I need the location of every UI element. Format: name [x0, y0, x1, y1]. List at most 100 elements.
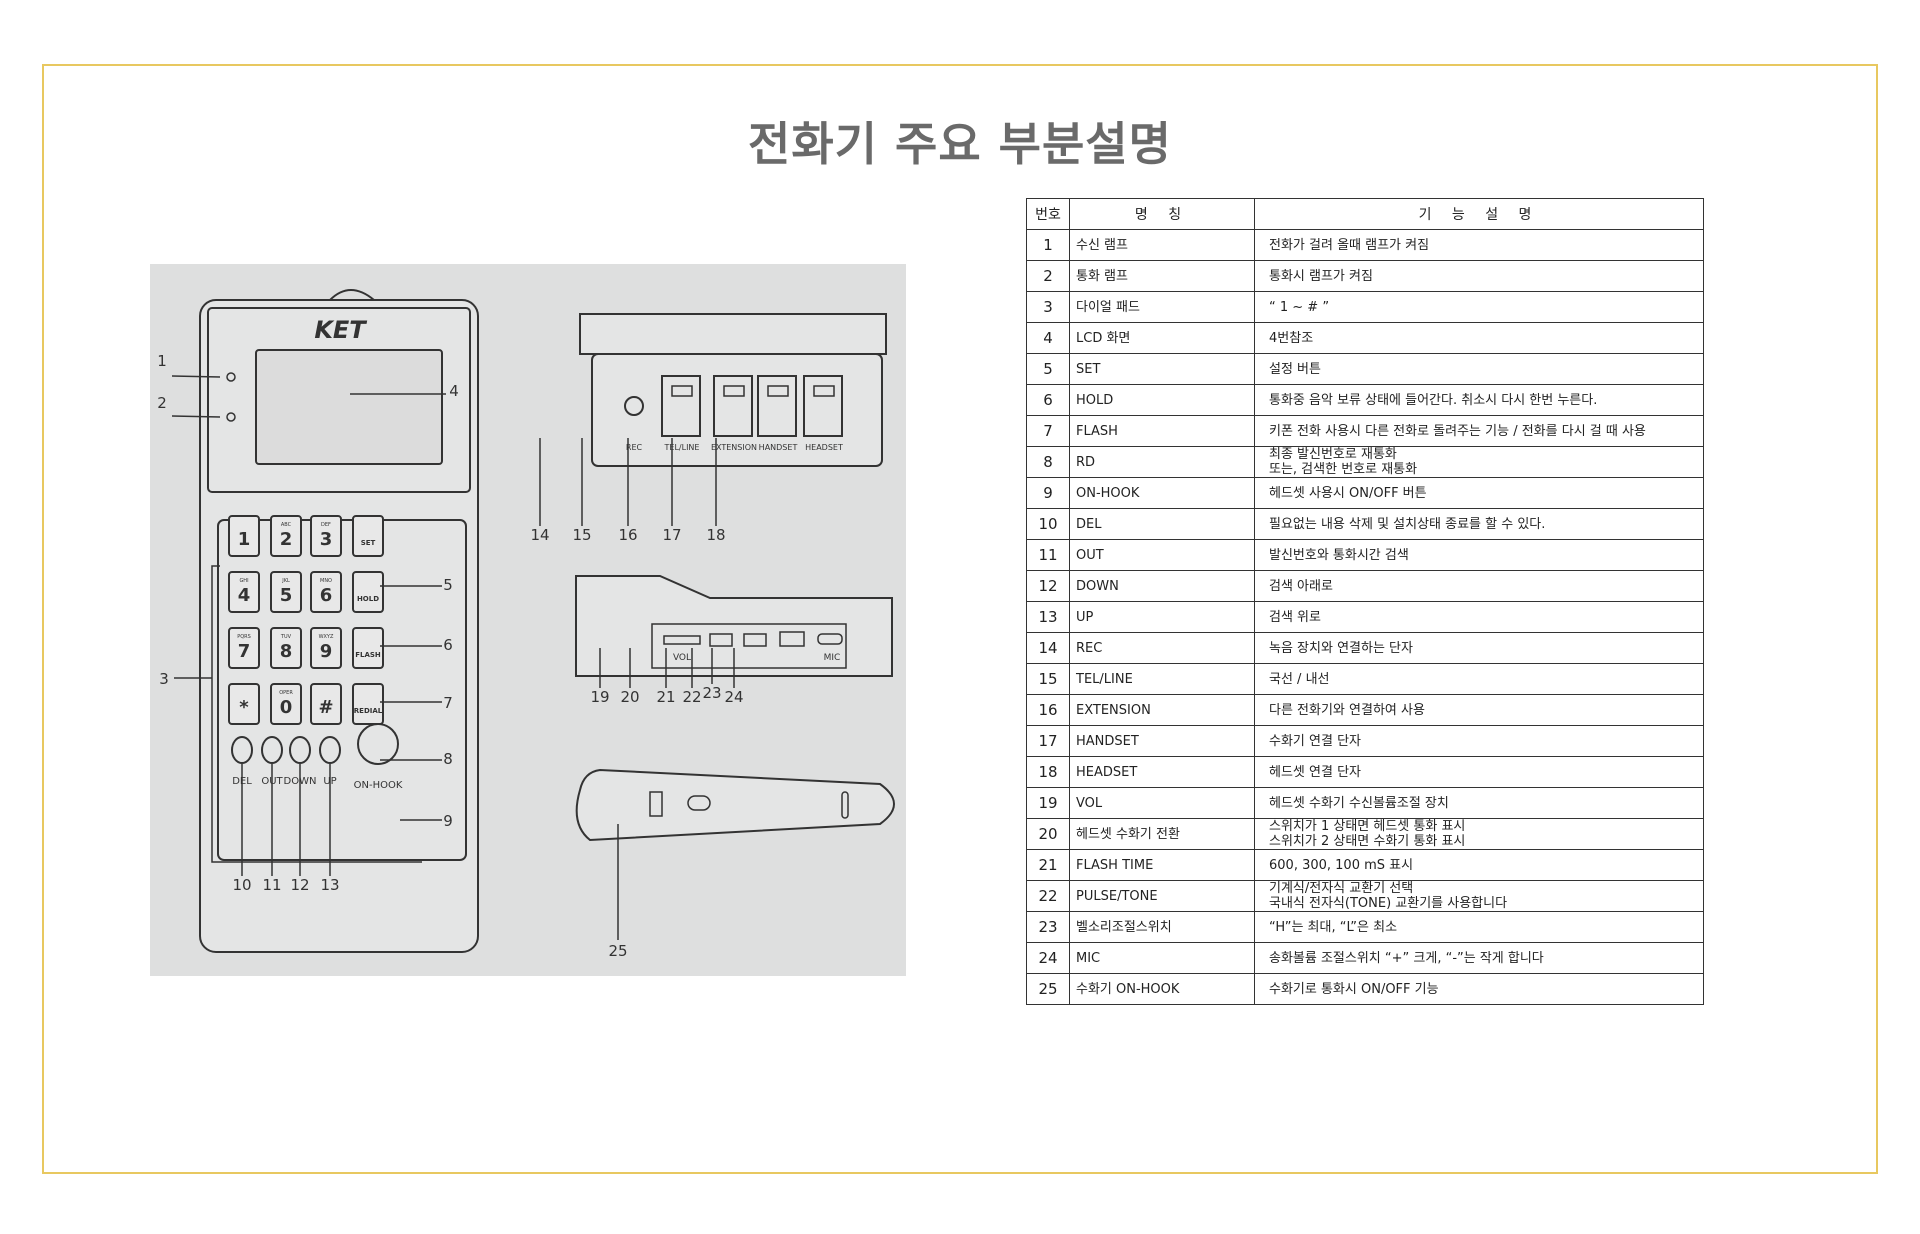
cell-name: ON-HOOK	[1069, 477, 1255, 509]
cell-description: 4번참조	[1254, 322, 1704, 354]
cell-description: 600, 300, 100 mS 표시	[1254, 849, 1704, 881]
key-label: SET	[361, 539, 376, 547]
handset	[575, 768, 895, 842]
call-lamp	[226, 412, 236, 422]
page-frame	[42, 64, 1878, 1174]
callout-25: 25	[608, 942, 627, 960]
cell-name: FLASH TIME	[1069, 849, 1255, 881]
cell-name: LCD 화면	[1069, 322, 1255, 354]
handset-hook-switch	[687, 795, 711, 811]
cell-description: 송화볼륨 조절스위치 “+” 크게, “-”는 작게 합니다	[1254, 942, 1704, 974]
callout-10: 10	[232, 876, 251, 894]
cell-name: VOL	[1069, 787, 1255, 819]
cell-number: 2	[1026, 260, 1070, 292]
cell-name: DOWN	[1069, 570, 1255, 602]
cell-number: 19	[1026, 787, 1070, 819]
cell-number: 12	[1026, 570, 1070, 602]
cell-number: 25	[1026, 973, 1070, 1005]
key-label: #	[318, 697, 333, 718]
callout-16: 16	[618, 526, 637, 544]
callout-24: 24	[724, 688, 743, 706]
key-letters: MNO	[320, 578, 332, 584]
key-label: HOLD	[357, 595, 379, 603]
cell-name: UP	[1069, 601, 1255, 633]
callout-7: 7	[443, 694, 453, 712]
header-description: 기 능 설 명	[1254, 198, 1704, 230]
cell-number: 11	[1026, 539, 1070, 571]
callout-1: 1	[157, 352, 167, 370]
cell-name: 벨소리조절스위치	[1069, 911, 1255, 943]
cell-description: 최종 발신번호로 재통화 또는, 검색한 번호로 재통화	[1254, 446, 1704, 478]
key-label: REDIAL	[354, 707, 383, 715]
jack-3: EXTENSION	[711, 375, 757, 452]
cell-number: 10	[1026, 508, 1070, 540]
callout-11: 11	[262, 876, 281, 894]
cell-description: 국선 / 내선	[1254, 663, 1704, 695]
cell-description: “ 1 ~ # ”	[1254, 291, 1704, 323]
key-8: HOLD	[352, 571, 384, 613]
cell-description: 발신번호와 통화시간 검색	[1254, 539, 1704, 571]
key-label: 3	[320, 529, 333, 550]
jack-4: HANDSET	[757, 375, 797, 452]
cell-description: 다른 전화기와 연결하여 사용	[1254, 694, 1704, 726]
cell-description: 통화시 램프가 켜짐	[1254, 260, 1704, 292]
key-letters: WXYZ	[319, 634, 334, 640]
cell-number: 24	[1026, 942, 1070, 974]
jack-label: REC	[626, 443, 643, 452]
callout-22: 22	[682, 688, 701, 706]
cell-description: 검색 아래로	[1254, 570, 1704, 602]
cell-number: 5	[1026, 353, 1070, 385]
callout-20: 20	[620, 688, 639, 706]
cell-name: RD	[1069, 446, 1255, 478]
cell-number: 23	[1026, 911, 1070, 943]
ring-lamp	[226, 372, 236, 382]
callout-17: 17	[662, 526, 681, 544]
cell-description: 설정 버튼	[1254, 353, 1704, 385]
cell-name: HEADSET	[1069, 756, 1255, 788]
button-label: ON-HOOK	[354, 780, 403, 791]
headset-switch	[709, 633, 733, 647]
callout-18: 18	[706, 526, 725, 544]
callout-14: 14	[530, 526, 549, 544]
cell-number: 15	[1026, 663, 1070, 695]
cell-name: OUT	[1069, 539, 1255, 571]
jack-1: REC	[626, 443, 643, 452]
callout-19: 19	[590, 688, 609, 706]
callout-21: 21	[656, 688, 675, 706]
callout-8: 8	[443, 750, 453, 768]
key-letters: TUV	[280, 634, 292, 640]
cell-number: 22	[1026, 880, 1070, 912]
key-label: 7	[238, 641, 251, 662]
cell-number: 9	[1026, 477, 1070, 509]
cell-name: HOLD	[1069, 384, 1255, 416]
button-5: ON-HOOK	[354, 723, 403, 791]
key-letters: JKL	[281, 578, 290, 584]
cell-name: MIC	[1069, 942, 1255, 974]
key-letters: GHI	[239, 578, 248, 584]
cell-name: 통화 램프	[1069, 260, 1255, 292]
cell-name: PULSE/TONE	[1069, 880, 1255, 912]
cell-description: 헤드셋 사용시 ON/OFF 버튼	[1254, 477, 1704, 509]
header-number: 번호	[1026, 198, 1070, 230]
cell-name: 헤드셋 수화기 전환	[1069, 818, 1255, 850]
cell-number: 14	[1026, 632, 1070, 664]
pulse-tone-switch	[779, 631, 805, 647]
callout-5: 5	[443, 576, 453, 594]
